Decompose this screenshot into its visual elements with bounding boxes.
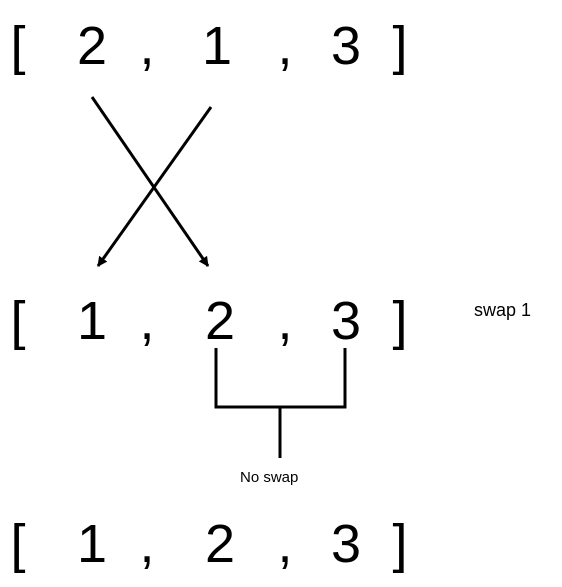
compare-bracket [214,348,347,409]
open-bracket: [ [10,514,26,574]
comma-separator: , [277,16,293,76]
close-bracket: ] [392,16,408,76]
array-item: 1 [201,16,233,76]
swap-arrow-left [96,106,213,267]
array-item: 3 [330,514,362,574]
array-item: 2 [204,291,236,351]
array-item: 3 [330,291,362,351]
array-item: 2 [76,16,108,76]
comma-separator: , [277,291,293,351]
comma-separator: , [139,291,155,351]
swap-label: swap 1 [474,300,532,320]
array-item: 1 [76,514,108,574]
close-bracket: ] [392,514,408,574]
array-item: 3 [330,16,362,76]
no-swap-label: No swap [240,469,299,486]
swap-arrow-right [90,96,210,267]
comma-separator: , [277,514,293,574]
close-bracket: ] [392,291,408,351]
open-bracket: [ [10,291,26,351]
array-item: 2 [204,514,236,574]
array-item: 1 [76,291,108,351]
open-bracket: [ [10,16,26,76]
comma-separator: , [139,16,155,76]
comma-separator: , [139,514,155,574]
